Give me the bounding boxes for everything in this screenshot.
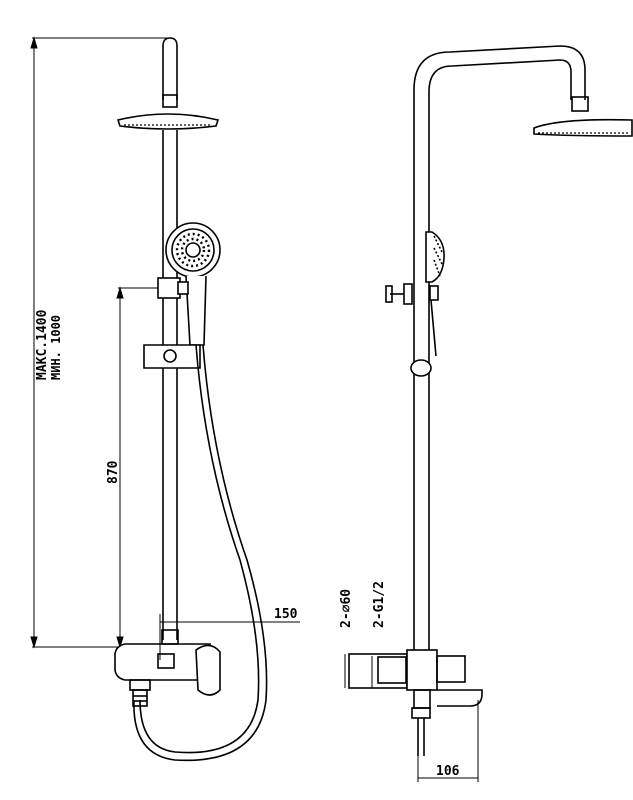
inlet-diameter-label: 2-⌀60 [339, 589, 354, 628]
slider-bracket [157, 277, 189, 299]
front-view [30, 36, 300, 762]
spout-reach-dimension [159, 614, 300, 660]
inlet-dimension [344, 654, 373, 688]
side-top-arm [413, 45, 586, 650]
overall-height-dimension [30, 36, 168, 649]
side-hand-shower [425, 231, 445, 283]
max-height-label: МАКС.1400 [35, 309, 50, 380]
hand-shower-head [165, 222, 221, 278]
side-mixer-body [348, 649, 483, 707]
holder-bracket [143, 344, 201, 369]
slider-height-label: 870 [106, 460, 121, 484]
top-arm [162, 37, 178, 100]
hose-connector [129, 679, 151, 707]
hand-shower-handle [185, 275, 207, 346]
side-outlet [411, 689, 431, 756]
side-view [344, 45, 633, 782]
side-rain-shower-head [533, 96, 633, 137]
mixer-handle [195, 644, 221, 696]
rain-shower-head [116, 94, 220, 130]
wall-offset-label: 106 [436, 764, 460, 779]
spout-reach-label: 150 [274, 607, 298, 622]
side-slider-bracket [385, 283, 439, 377]
riser-pipe [162, 130, 178, 640]
wall-offset-dimension [417, 700, 479, 782]
inlet-thread-label: 2-G1/2 [372, 581, 387, 628]
min-height-label: МИН. 1000 [49, 315, 63, 380]
shower-hose [139, 344, 260, 754]
slider-height-dimension [116, 286, 160, 649]
